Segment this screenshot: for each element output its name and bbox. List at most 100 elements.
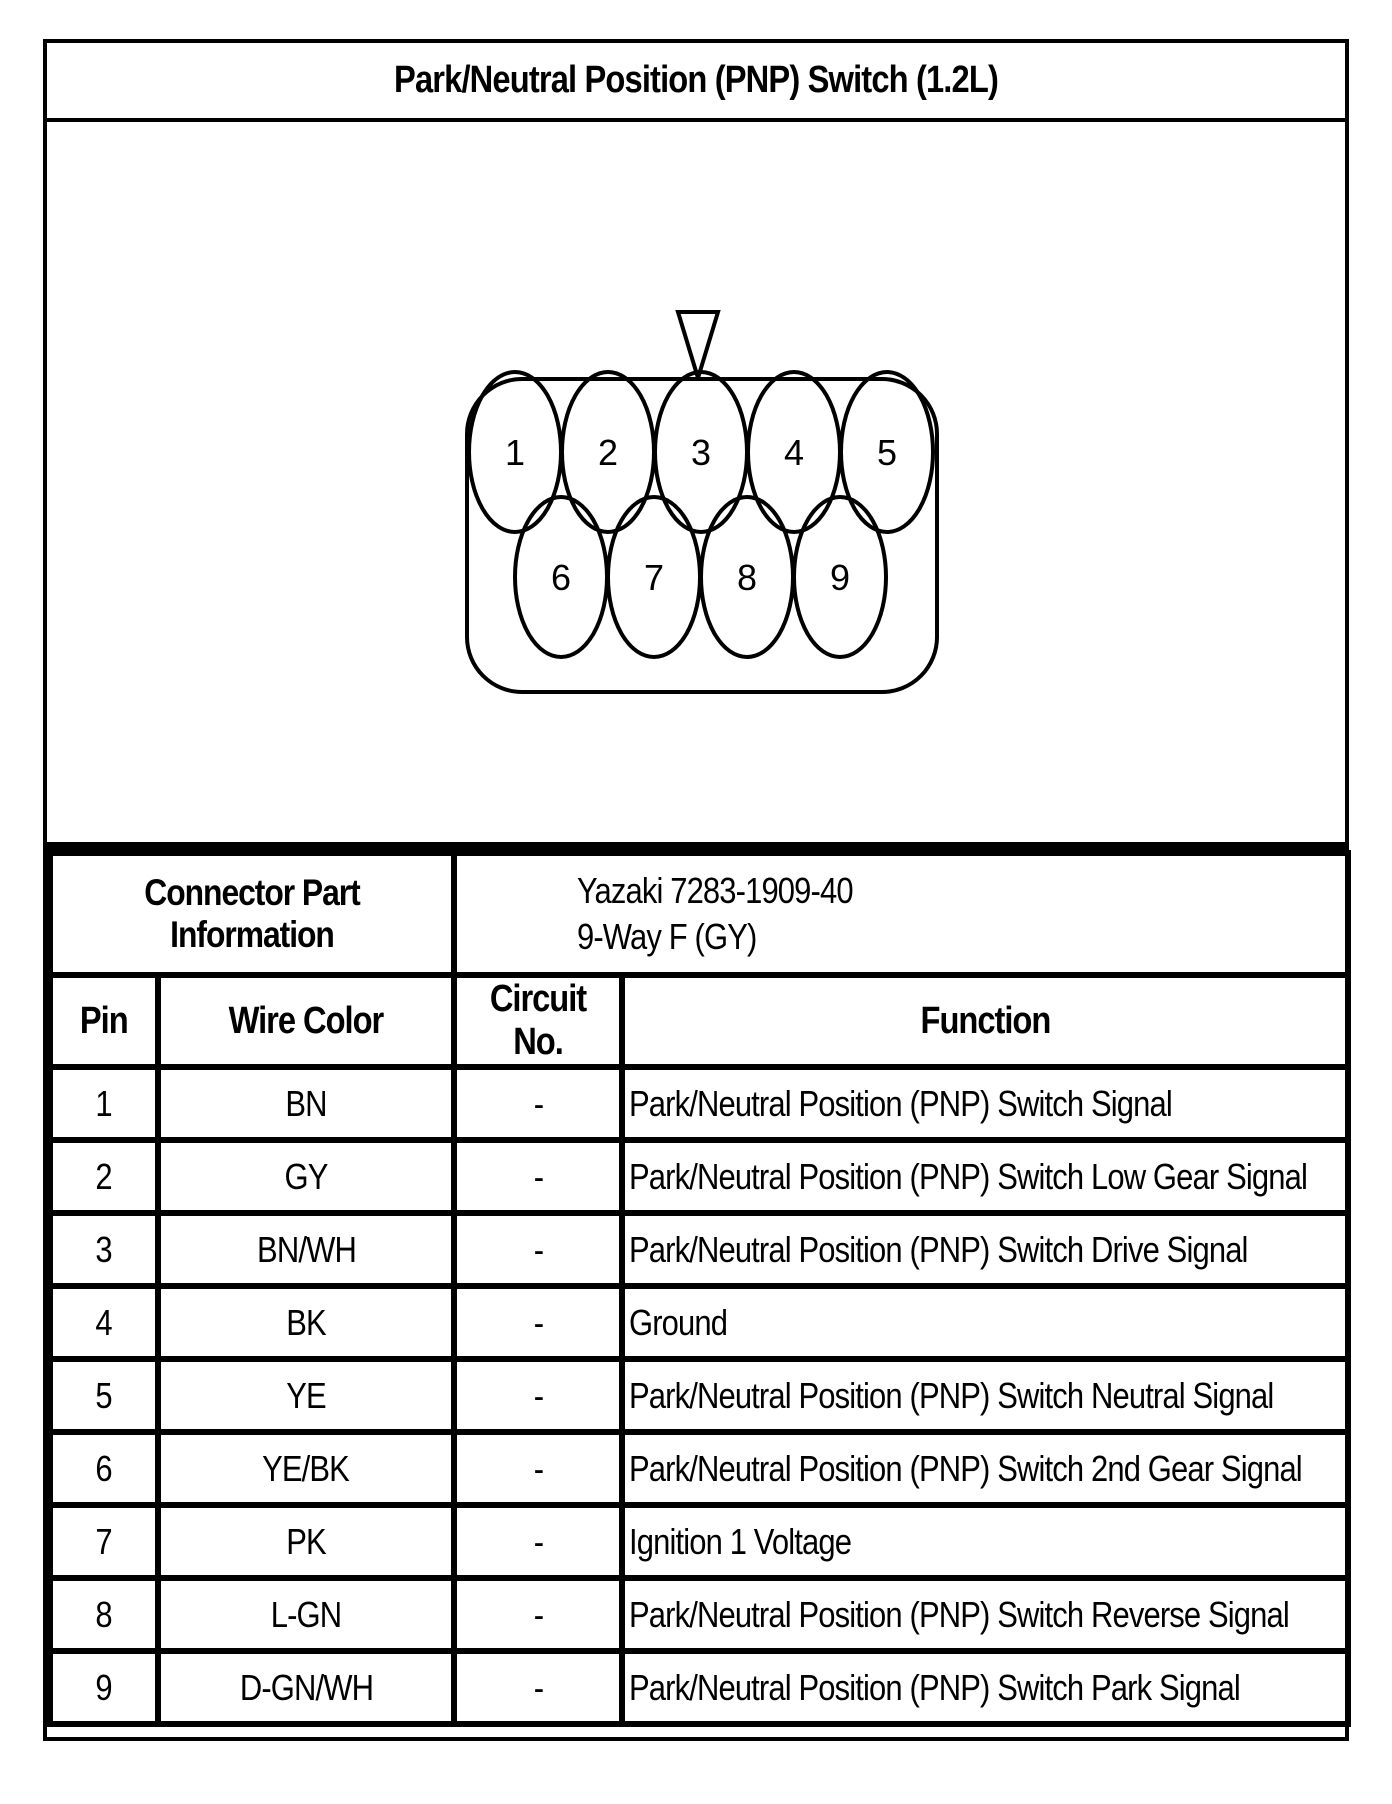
pin-number-1: 1 bbox=[505, 432, 525, 473]
circuit-cell: - bbox=[451, 1137, 626, 1216]
header-circuit-no: Circuit No. bbox=[451, 972, 626, 1070]
pin-cell-text: 8 bbox=[95, 1593, 113, 1635]
header-wire-color: Wire Color bbox=[154, 972, 458, 1070]
function-cell-text: Park/Neutral Position (PNP) Switch 2nd G… bbox=[629, 1447, 1303, 1489]
pin-cell: 6 bbox=[47, 1429, 161, 1508]
orientation-key-icon bbox=[675, 310, 721, 385]
circuit-cell: - bbox=[451, 1575, 626, 1654]
wire-color-cell-text: L-GN bbox=[270, 1593, 342, 1635]
pin-cell-text: 6 bbox=[95, 1447, 113, 1489]
table-row: 7 PK - Ignition 1 Voltage bbox=[47, 1502, 1352, 1581]
pin-cell: 7 bbox=[47, 1502, 161, 1581]
circuit-cell-text: - bbox=[533, 1155, 543, 1197]
function-cell: Park/Neutral Position (PNP) Switch Signa… bbox=[619, 1064, 1352, 1143]
diagram-divider bbox=[47, 842, 1345, 850]
wire-color-cell-text: YE/BK bbox=[262, 1447, 351, 1489]
function-cell: Ground bbox=[619, 1283, 1352, 1362]
circuit-cell: - bbox=[451, 1064, 626, 1143]
table-row: 1 BN - Park/Neutral Position (PNP) Switch S… bbox=[47, 1064, 1352, 1143]
page-title: Park/Neutral Position (PNP) Switch (1.2L… bbox=[394, 59, 999, 101]
title-divider bbox=[47, 118, 1345, 122]
pin-cell-text: 9 bbox=[95, 1666, 113, 1708]
pin-cell: 3 bbox=[47, 1210, 161, 1289]
wire-color-cell-text: D-GN/WH bbox=[239, 1666, 373, 1708]
wire-color-cell-text: YE bbox=[286, 1374, 326, 1416]
wire-color-cell-text: BN/WH bbox=[256, 1228, 357, 1270]
wire-color-cell: YE bbox=[154, 1356, 458, 1435]
connector-description: 9-Way F (GY) bbox=[577, 916, 757, 957]
wire-color-cell: GY bbox=[154, 1137, 458, 1216]
pin-cell-text: 3 bbox=[95, 1228, 113, 1270]
pin-cell-text: 5 bbox=[95, 1374, 113, 1416]
function-cell: Park/Neutral Position (PNP) Switch Drive… bbox=[619, 1210, 1352, 1289]
function-cell-text: Park/Neutral Position (PNP) Switch Signa… bbox=[629, 1082, 1173, 1124]
circuit-cell: - bbox=[451, 1648, 626, 1727]
pin-cell-text: 7 bbox=[95, 1520, 113, 1562]
pin-number-8: 8 bbox=[737, 557, 757, 598]
circuit-cell-text: - bbox=[533, 1520, 543, 1562]
table-row: 8 L-GN - Park/Neutral Position (PNP) Switch… bbox=[47, 1575, 1352, 1654]
circuit-cell-text: - bbox=[533, 1593, 543, 1635]
connector-body bbox=[465, 377, 939, 694]
pin-cell: 8 bbox=[47, 1575, 161, 1654]
pin-cavity-9 bbox=[792, 495, 888, 659]
pin-cell: 5 bbox=[47, 1356, 161, 1435]
pin-cavity-5 bbox=[839, 370, 935, 534]
function-cell-text: Park/Neutral Position (PNP) Switch Park … bbox=[629, 1666, 1241, 1708]
function-cell-text: Ignition 1 Voltage bbox=[629, 1520, 852, 1562]
circuit-cell-text: - bbox=[533, 1666, 543, 1708]
connector-info-value: Yazaki 7283-1909-40 9-Way F (GY) bbox=[451, 850, 1352, 978]
function-cell-text: Park/Neutral Position (PNP) Switch Low G… bbox=[629, 1155, 1308, 1197]
function-cell-text: Park/Neutral Position (PNP) Switch Rever… bbox=[629, 1593, 1290, 1635]
circuit-cell: - bbox=[451, 1502, 626, 1581]
circuit-cell-text: - bbox=[533, 1301, 543, 1343]
function-cell-text: Ground bbox=[629, 1301, 728, 1343]
wire-color-cell: D-GN/WH bbox=[154, 1648, 458, 1727]
pin-number-5: 5 bbox=[877, 432, 897, 473]
circuit-cell-text: - bbox=[533, 1447, 543, 1489]
function-cell: Park/Neutral Position (PNP) Switch Park … bbox=[619, 1648, 1352, 1727]
pin-number-4: 4 bbox=[784, 432, 804, 473]
wire-color-cell: BN bbox=[154, 1064, 458, 1143]
wire-color-cell: PK bbox=[154, 1502, 458, 1581]
function-cell: Park/Neutral Position (PNP) Switch 2nd G… bbox=[619, 1429, 1352, 1508]
wire-color-cell-text: GY bbox=[284, 1155, 329, 1197]
pin-cell: 9 bbox=[47, 1648, 161, 1727]
wire-color-cell-text: BK bbox=[286, 1301, 326, 1343]
circuit-cell-text: - bbox=[533, 1082, 543, 1124]
circuit-cell: - bbox=[451, 1283, 626, 1362]
pin-number-6: 6 bbox=[551, 557, 571, 598]
pin-number-7: 7 bbox=[644, 557, 664, 598]
wire-color-cell: YE/BK bbox=[154, 1429, 458, 1508]
function-cell: Park/Neutral Position (PNP) Switch Rever… bbox=[619, 1575, 1352, 1654]
table-row: 5 YE - Park/Neutral Position (PNP) Switch N… bbox=[47, 1356, 1352, 1435]
table-header-row: Pin Wire Color Circuit No. Function bbox=[47, 972, 1352, 1070]
function-cell-text: Park/Neutral Position (PNP) Switch Neutr… bbox=[629, 1374, 1274, 1416]
function-cell: Park/Neutral Position (PNP) Switch Neutr… bbox=[619, 1356, 1352, 1435]
header-pin: Pin bbox=[47, 972, 161, 1070]
function-cell: Park/Neutral Position (PNP) Switch Low G… bbox=[619, 1137, 1352, 1216]
table-row: 9 D-GN/WH - Park/Neutral Position (PNP) Swi… bbox=[47, 1648, 1352, 1727]
pin-cell-text: 1 bbox=[95, 1082, 113, 1124]
table-row: 4 BK - Ground bbox=[47, 1283, 1352, 1362]
function-cell-text: Park/Neutral Position (PNP) Switch Drive… bbox=[629, 1228, 1248, 1270]
pin-cell: 1 bbox=[47, 1064, 161, 1143]
circuit-cell-text: - bbox=[533, 1228, 543, 1270]
pin-number-2: 2 bbox=[598, 432, 618, 473]
circuit-cell: - bbox=[451, 1356, 626, 1435]
table-row: 6 YE/BK - Park/Neutral Position (PNP) Switc… bbox=[47, 1429, 1352, 1508]
table-row: 3 BN/WH - Park/Neutral Position (PNP) Switc… bbox=[47, 1210, 1352, 1289]
wire-color-cell: BK bbox=[154, 1283, 458, 1362]
pin-cell: 4 bbox=[47, 1283, 161, 1362]
pinout-table: Connector Part Information Yazaki 7283-1… bbox=[46, 850, 1352, 1727]
wire-color-cell-text: BN bbox=[285, 1082, 327, 1124]
circuit-cell: - bbox=[451, 1210, 626, 1289]
header-function: Function bbox=[619, 972, 1352, 1070]
connector-info-label: Connector Part Information bbox=[46, 850, 458, 978]
circuit-cell-text: - bbox=[533, 1374, 543, 1416]
pin-number-9: 9 bbox=[830, 557, 850, 598]
